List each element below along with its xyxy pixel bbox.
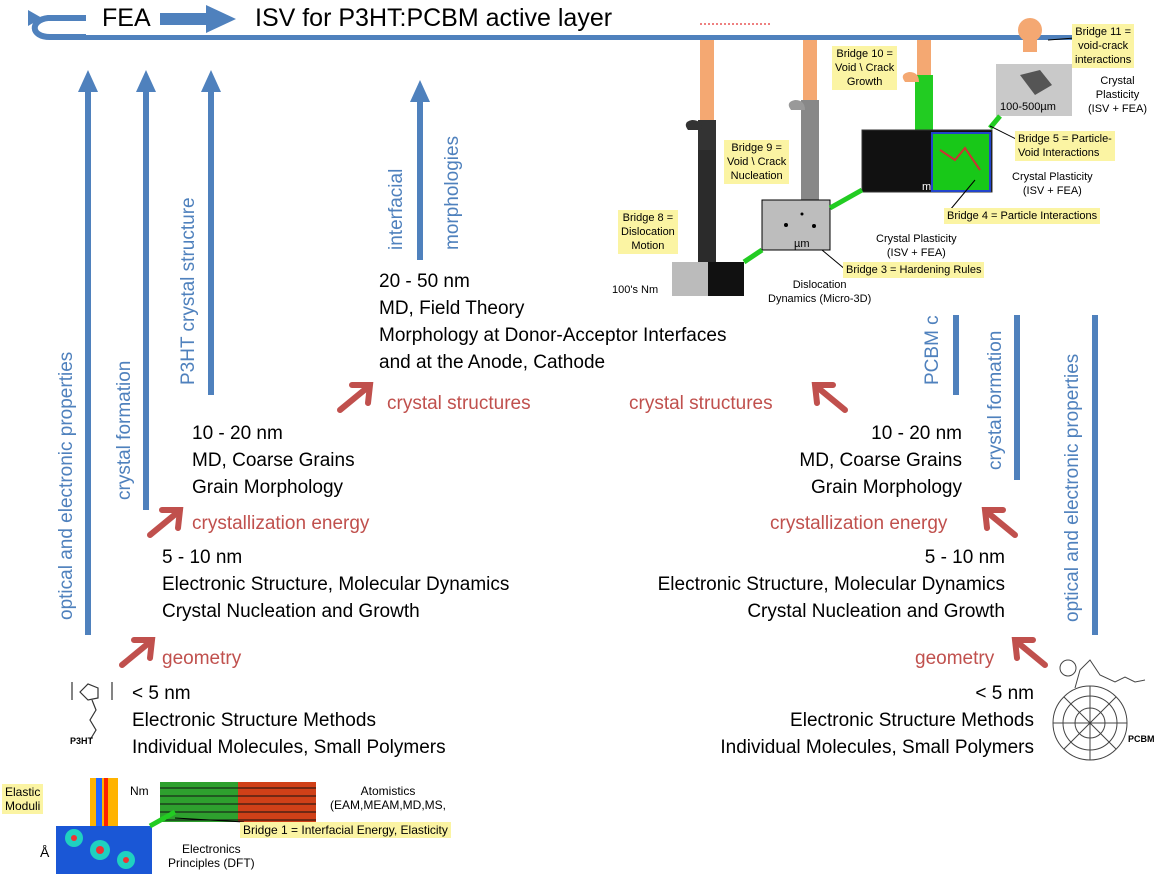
- crystal-plasticity-1: Crystal Plasticity (ISV + FEA): [876, 233, 957, 259]
- crystal-plasticity-2: Crystal Plasticity (ISV + FEA): [1012, 171, 1093, 197]
- red-arrow-icon: [119, 382, 1048, 668]
- method-label: MD, Field Theory: [379, 298, 525, 319]
- atomistics-lattice: [160, 782, 316, 822]
- atomistics-label: Atomistics (EAM,MEAM,MD,MS,: [330, 784, 446, 812]
- um-label: µm: [794, 238, 810, 250]
- up-arrow-icon: [78, 70, 430, 635]
- elastic-moduli-image: [56, 778, 152, 874]
- nm100-label: 100's Nm: [612, 284, 659, 296]
- bridge-8-label: Bridge 8 = Dislocation Motion: [618, 210, 678, 254]
- page-title: ISV for P3HT:PCBM active layer: [255, 4, 613, 32]
- scope-label: Individual Molecules, Small Polymers: [720, 737, 1034, 758]
- vertical-label-interfacial: interfacial: [386, 168, 407, 250]
- size-label: 10 - 20 nm: [192, 423, 283, 444]
- left-level-3: 10 - 20 nm MD, Coarse Grains Grain Morph…: [192, 420, 355, 501]
- method-label: MD, Coarse Grains: [799, 450, 962, 471]
- method-label: MD, Coarse Grains: [192, 450, 355, 471]
- fea-arrow-icon: [160, 5, 236, 33]
- size-label: < 5 nm: [132, 683, 191, 704]
- vertical-label-crystal-formation-right: crystal formation: [985, 330, 1006, 470]
- size-label: < 5 nm: [975, 683, 1034, 704]
- transition-geometry-right: geometry: [915, 648, 995, 669]
- scope-label: Grain Morphology: [192, 477, 344, 498]
- transition-crystal-structures-right: crystal structures: [629, 393, 773, 414]
- bridge-9-label: Bridge 9 = Void \ Crack Nucleation: [724, 140, 790, 184]
- right-bar: [953, 315, 1098, 635]
- pcbm-label: PCBM: [1128, 734, 1155, 744]
- right-level-1: < 5 nm Electronic Structure Methods Indi…: [720, 680, 1034, 761]
- pcbm-molecule: [1052, 659, 1146, 761]
- bridge-1-label: Bridge 1 = Interfacial Energy, Elasticit…: [240, 822, 451, 838]
- curl-arrow-icon: [31, 15, 86, 40]
- bridge-11-label: Bridge 11 = void-crack interactions: [1072, 24, 1135, 68]
- size-label: 5 - 10 nm: [162, 547, 243, 568]
- left-level-1: < 5 nm Electronic Structure Methods Indi…: [132, 680, 446, 761]
- size-label: 10 - 20 nm: [871, 423, 962, 444]
- bridge-5-label: Bridge 5 = Particle- Void Interactions: [1015, 131, 1115, 161]
- bridge-3-label: Bridge 3 = Hardening Rules: [843, 262, 985, 278]
- vertical-label-optical-right: optical and electronic properties: [1062, 353, 1083, 622]
- transition-crystal-structures-left: crystal structures: [387, 393, 531, 414]
- scope-label: Crystal Nucleation and Growth: [162, 601, 420, 622]
- m-label: m: [922, 181, 932, 193]
- crystal-plasticity-3: Crystal Plasticity (ISV + FEA): [1088, 75, 1147, 115]
- method-label: Electronic Structure Methods: [132, 710, 376, 731]
- finger-columns: [685, 18, 1042, 270]
- scope-label: Grain Morphology: [810, 477, 962, 498]
- left-level-2: 5 - 10 nm Electronic Structure, Molecula…: [162, 544, 509, 625]
- right-level-3: 10 - 20 nm MD, Coarse Grains Grain Morph…: [799, 420, 962, 501]
- vertical-label-crystal-formation: crystal formation: [114, 360, 135, 500]
- method-label: Electronic Structure, Molecular Dynamics: [162, 574, 510, 595]
- method-label: Electronic Structure, Molecular Dynamics: [657, 574, 1005, 595]
- bridge-10-label: Bridge 10 = Void \ Crack Growth: [832, 46, 898, 90]
- center-level: 20 - 50 nm MD, Field Theory Morphology a…: [379, 268, 726, 376]
- right-level-2: 5 - 10 nm Electronic Structure, Molecula…: [658, 544, 1005, 625]
- transition-crystallization-right: crystallization energy: [770, 513, 948, 534]
- micrograph-images: [672, 64, 1072, 296]
- transition-crystallization-left: crystallization energy: [192, 513, 370, 534]
- scope-label: Crystal Nucleation and Growth: [747, 601, 1005, 622]
- vertical-label-morphologies: morphologies: [442, 135, 463, 250]
- scope-label: Individual Molecules, Small Polymers: [132, 737, 446, 758]
- nm-label: Nm: [130, 784, 149, 798]
- vertical-label-p3ht-crystal: P3HT crystal structure: [178, 197, 199, 385]
- vertical-label-pcbm: PCBM c: [922, 315, 943, 385]
- transition-geometry-left: geometry: [162, 648, 242, 669]
- vertical-label-optical: optical and electronic properties: [56, 351, 77, 620]
- scope-label: Morphology at Donor-Acceptor Interfaces: [379, 325, 727, 346]
- bridge-4-label: Bridge 4 = Particle Interactions: [944, 208, 1101, 224]
- size-label: 20 - 50 nm: [379, 271, 470, 292]
- p3ht-label: P3HT: [70, 736, 94, 746]
- top-bar: [86, 35, 1096, 40]
- size-label: 5 - 10 nm: [924, 547, 1005, 568]
- scope-label-2: and at the Anode, Cathode: [379, 352, 606, 373]
- elastic-moduli-label: Elastic Moduli: [2, 784, 44, 814]
- scale-bar-label: 100-500µm: [1000, 101, 1056, 113]
- angstrom-label: Å: [40, 844, 50, 860]
- p3ht-molecule: [71, 682, 113, 741]
- green-arrow-icon: [148, 809, 177, 829]
- electronics-label: Electronics Principles (DFT): [168, 842, 255, 870]
- fea-label: FEA: [102, 4, 151, 32]
- dislocation-label: Dislocation Dynamics (Micro-3D): [768, 279, 872, 305]
- method-label: Electronic Structure Methods: [790, 710, 1034, 731]
